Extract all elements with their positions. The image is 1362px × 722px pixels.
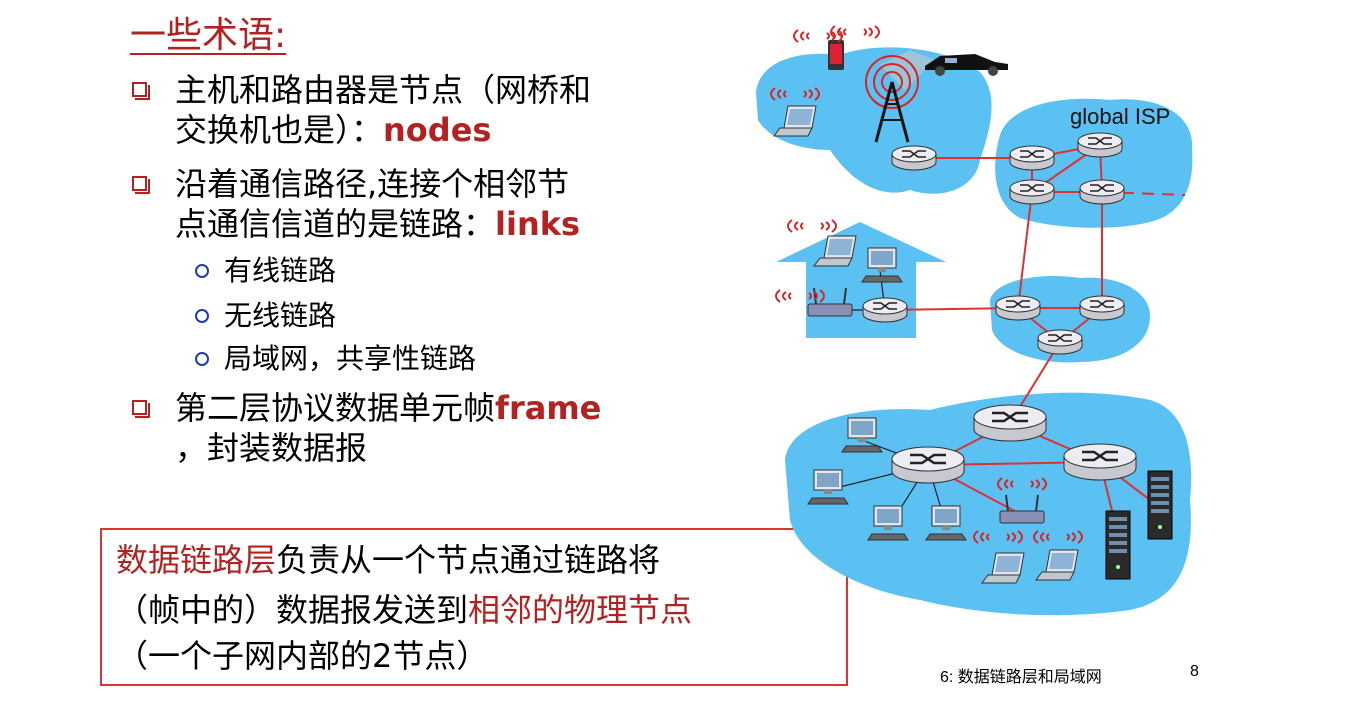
bullet-marker bbox=[132, 176, 150, 194]
bullet-3-text: 第二层协议数据单元帧 bbox=[175, 389, 496, 427]
sub-bullet-lan: 局域网，共享性链路 bbox=[224, 342, 477, 375]
callout-text: （帧中的）数据报发送到 bbox=[116, 591, 469, 629]
bullet-2-text: 点通信信道的是链路： bbox=[175, 205, 496, 243]
bullet-marker bbox=[132, 82, 150, 100]
home-network-house bbox=[776, 222, 946, 338]
callout-highlight: 相邻的物理节点 bbox=[468, 591, 693, 629]
cell-tower-icon bbox=[865, 50, 935, 143]
bullet-2-line-2: 点通信信道的是链路：links bbox=[175, 204, 580, 244]
router bbox=[1062, 442, 1138, 482]
term-links: links bbox=[495, 205, 581, 243]
wireless-signal-icon bbox=[830, 25, 880, 39]
bullet-3-line-1: 第二层协议数据单元帧frame bbox=[175, 388, 601, 428]
callout-text: 负责从一个节点通过链路将 bbox=[276, 541, 661, 579]
callout-highlight: 数据链路层 bbox=[116, 541, 277, 579]
bullet-1-text: 交换机也是）： bbox=[175, 111, 384, 149]
router bbox=[862, 297, 908, 323]
smartphone-icon bbox=[828, 40, 844, 70]
desktop-computer-icon bbox=[925, 505, 967, 541]
term-nodes: nodes bbox=[383, 111, 492, 149]
router bbox=[1009, 179, 1055, 205]
desktop-computer-icon bbox=[807, 469, 849, 505]
desktop-computer-icon bbox=[841, 417, 883, 453]
bullet-1-line-2: 交换机也是）：nodes bbox=[175, 110, 491, 150]
bullet-3-line-2: ，封装数据报 bbox=[175, 429, 368, 467]
callout-line-3: （一个子网内部的2节点） bbox=[116, 637, 489, 675]
car-icon bbox=[925, 54, 1008, 76]
router bbox=[1079, 179, 1125, 205]
callout-line-2: （帧中的）数据报发送到相邻的物理节点 bbox=[116, 590, 692, 630]
bullet-1-line-1: 主机和路由器是节点（网桥和 bbox=[175, 71, 592, 109]
sub-bullet-wireless: 无线链路 bbox=[224, 299, 337, 332]
bullet-marker bbox=[132, 400, 150, 418]
isp-label: global ISP bbox=[1070, 104, 1170, 129]
sub-bullet-marker bbox=[195, 309, 209, 323]
wireless-signal-icon bbox=[787, 219, 837, 233]
router bbox=[1079, 295, 1125, 321]
callout-line-1: 数据链路层负责从一个节点通过链路将 bbox=[116, 540, 660, 580]
callout-box: 数据链路层负责从一个节点通过链路将 （帧中的）数据报发送到相邻的物理节点 （一个… bbox=[100, 528, 848, 686]
footer-page-number: 8 bbox=[1190, 663, 1199, 680]
footer-chapter: 6: 数据链路层和局域网 bbox=[940, 669, 1102, 686]
bullet-2-line-1: 沿着通信路径,连接个相邻节 bbox=[175, 165, 570, 203]
slide-title: 一些术语: bbox=[130, 15, 287, 56]
term-frame: frame bbox=[495, 389, 602, 427]
desktop-computer-icon bbox=[867, 505, 909, 541]
sub-bullet-marker bbox=[195, 264, 209, 278]
desktop-computer-icon bbox=[861, 247, 903, 283]
sub-bullet-marker bbox=[195, 352, 209, 366]
router bbox=[891, 145, 937, 171]
router bbox=[972, 403, 1048, 443]
router bbox=[1077, 132, 1123, 158]
router bbox=[995, 295, 1041, 321]
sub-bullet-wired: 有线链路 bbox=[224, 254, 337, 287]
router bbox=[1009, 145, 1055, 171]
server-icon bbox=[1105, 510, 1131, 580]
server-icon bbox=[1147, 470, 1173, 540]
router bbox=[1037, 329, 1083, 355]
router bbox=[890, 445, 966, 485]
